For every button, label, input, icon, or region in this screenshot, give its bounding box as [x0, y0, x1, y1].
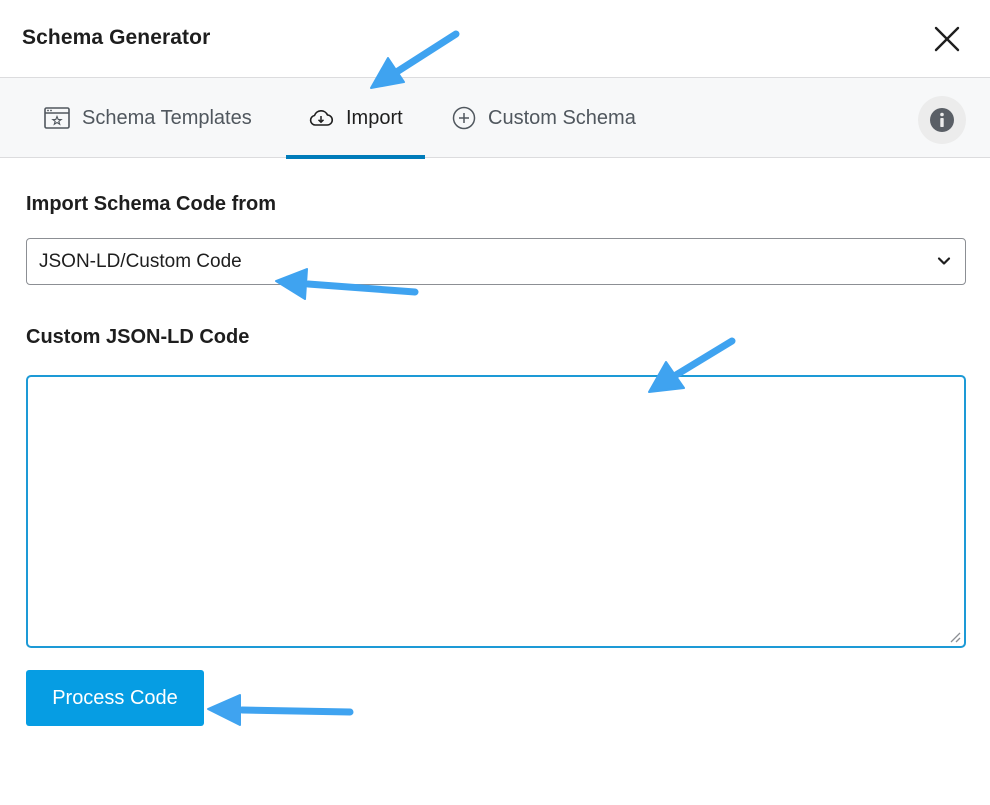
tab-label: Schema Templates — [82, 106, 252, 129]
select-value: JSON-LD/Custom Code — [39, 250, 242, 272]
tab-custom-schema[interactable]: Custom Schema — [452, 78, 636, 158]
close-button[interactable] — [930, 22, 964, 56]
tab-label: Custom Schema — [488, 106, 636, 129]
json-code-label: Custom JSON-LD Code — [26, 326, 250, 348]
chevron-down-icon — [937, 256, 951, 266]
modal-header: Schema Generator — [0, 0, 990, 78]
tab-import[interactable]: Import — [286, 78, 425, 159]
template-icon — [44, 107, 70, 129]
close-icon — [934, 26, 960, 52]
import-source-label: Import Schema Code from — [26, 193, 277, 215]
resize-handle-icon[interactable] — [948, 630, 962, 644]
plus-circle-icon — [452, 106, 476, 130]
tab-schema-templates[interactable]: Schema Templates — [44, 78, 252, 158]
import-source-select[interactable]: JSON-LD/Custom Code — [26, 238, 966, 285]
modal-title: Schema Generator — [22, 26, 211, 49]
json-code-textarea[interactable] — [26, 375, 966, 648]
info-button[interactable] — [918, 96, 966, 144]
process-code-button[interactable]: Process Code — [26, 670, 204, 726]
tab-bar: Schema Templates Import Custom Schem — [0, 78, 990, 159]
tab-label: Import — [346, 106, 403, 129]
cloud-download-icon — [308, 108, 334, 128]
arrow-icon — [207, 694, 354, 726]
info-icon — [930, 108, 954, 132]
